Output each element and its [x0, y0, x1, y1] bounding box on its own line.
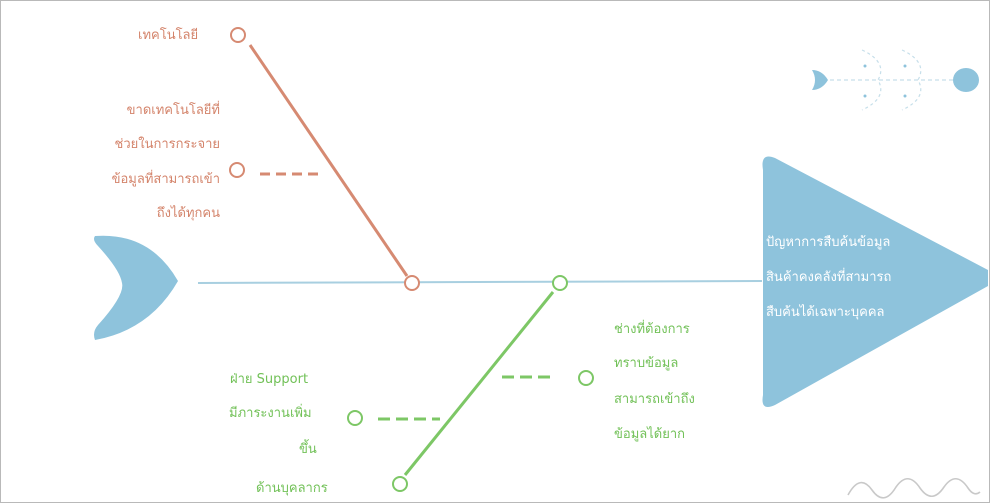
decorative-mini-fish: [812, 49, 979, 111]
personnel-right-cause-line-2: ทราบข้อมูล: [614, 356, 679, 371]
personnel-right-cause-node: [578, 370, 594, 386]
technology-bone: [248, 44, 409, 277]
personnel-right-cause-line-4: ข้อมูลได้ยาก: [614, 427, 685, 442]
fish-tail: [94, 235, 178, 340]
personnel-category-label: ด้านบุคลากร: [256, 481, 328, 496]
problem-line-2: สินค้าคงคลังที่สามารถ: [766, 270, 892, 285]
personnel-bone: [403, 291, 555, 476]
problem-line-1: ปัญหาการสืบค้นข้อมูล: [766, 235, 891, 250]
technology-cause-line-3: ข้อมูลที่สามารถเข้า: [111, 172, 220, 187]
technology-bone-spine-node: [404, 275, 420, 291]
personnel-left-cause-line-1: ฝ่าย Support: [230, 372, 309, 387]
technology-cause-line-4: ถึงได้ทุกคน: [156, 206, 220, 221]
personnel-right-cause-line-1: ช่างที่ต้องการ: [614, 322, 690, 337]
personnel-left-cause-line-3: ขึ้น: [299, 442, 317, 457]
fish-head: [762, 156, 988, 408]
technology-category-label: เทคโนโลยี: [138, 28, 199, 43]
technology-cause-line-1: ขาดเทคโนโลยีที่: [126, 103, 220, 118]
technology-cause-line-2: ช่วยในการกระจาย: [114, 137, 221, 152]
problem-line-3: สืบค้นได้เฉพาะบุคคล: [766, 305, 885, 320]
technology-cause-node: [229, 162, 245, 178]
spine-line: [197, 280, 763, 284]
personnel-right-cause-line-3: สามารถเข้าถึง: [614, 392, 695, 407]
technology-bone-top-node: [230, 27, 246, 43]
personnel-bone-spine-node: [552, 275, 568, 291]
personnel-left-cause-line-2: มีภาระงานเพิ่ม: [229, 406, 312, 421]
decorative-wave: [847, 477, 981, 499]
personnel-bone-bottom-node: [392, 476, 408, 492]
personnel-left-cause-node: [347, 410, 363, 426]
